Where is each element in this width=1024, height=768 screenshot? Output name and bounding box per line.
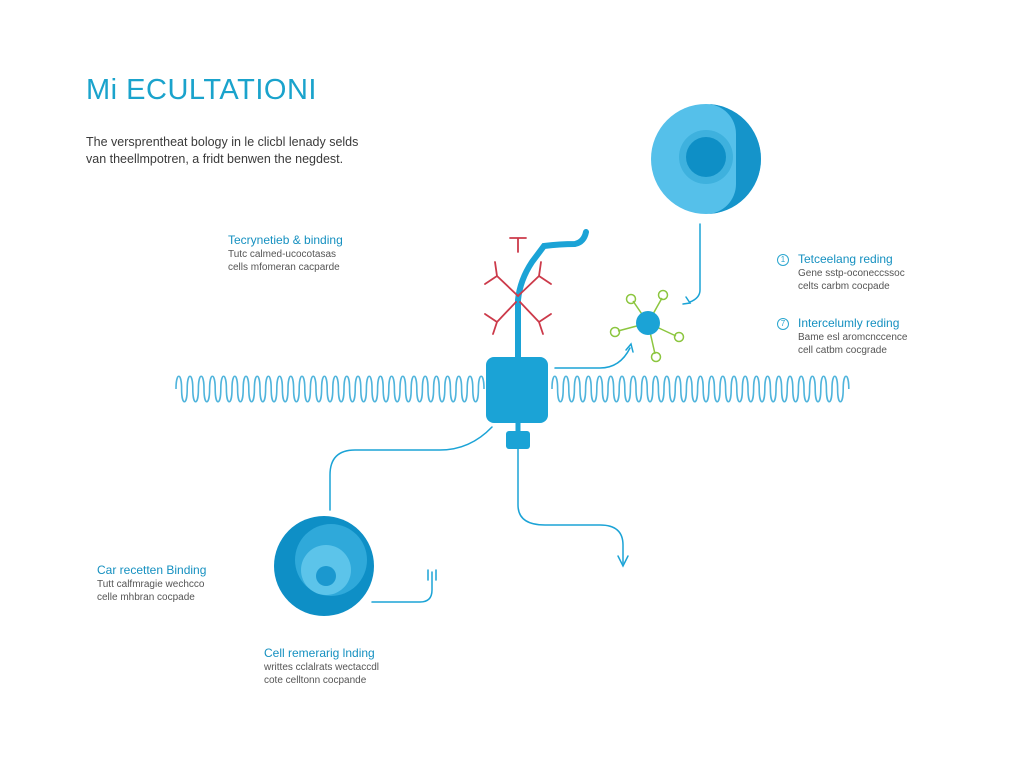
- label-top-left-line-2: cells mfomeran cacparde: [228, 262, 340, 273]
- label-right-top-line-1: Gene sstp-oconeccssoc: [798, 268, 905, 279]
- connector-receptor-to-ligand: [554, 347, 631, 369]
- label-right-bottom-line-2: cell catbm cocgrade: [798, 345, 887, 356]
- label-bottom-left-heading: Car recetten Binding: [97, 563, 207, 577]
- connector-cell-to-marker: [371, 571, 433, 603]
- label-right-bottom-line-1: Bame esl aromcnccence: [798, 332, 908, 343]
- connector-receptor-to-cell: [329, 426, 493, 511]
- label-right-bottom-heading: Intercelumly reding: [798, 316, 900, 330]
- arrowhead-receptor: [625, 342, 634, 353]
- marker-right-top: 1: [777, 254, 789, 266]
- label-bottom-center-line-2: cote celltonn cocpande: [264, 675, 367, 686]
- antibody-icon: [484, 237, 552, 335]
- receptor-body: [486, 357, 548, 423]
- label-top-left-heading: Tecrynetieb & binding: [228, 233, 343, 247]
- arrowhead-down: [617, 555, 629, 568]
- label-bottom-left-line-2: celle mhbran cocpade: [97, 592, 195, 603]
- label-top-left: Tecrynetieb & binding Tutc calmed-ucocot…: [228, 233, 343, 274]
- cell-top-right-icon: [651, 104, 761, 214]
- label-bottom-left: Car recetten Binding Tutt calfmragie wec…: [97, 563, 206, 604]
- label-top-left-line-1: Tutc calmed-ucocotasas: [228, 249, 337, 260]
- label-bottom-center-heading: Cell remerarig lnding: [264, 646, 375, 660]
- label-bottom-left-line-1: Tutt calfmragie wechcco: [97, 579, 205, 590]
- intro-line-1: The versprentheat bology in le clicbl le…: [86, 135, 359, 149]
- label-bottom-center-line-1: writtes cclalrats wectaccdl: [264, 662, 380, 673]
- arrowhead-ligand: [682, 296, 692, 305]
- label-right-top-line-2: celts carbm cocpade: [798, 281, 890, 292]
- small-marker-icon: [427, 569, 437, 581]
- page-title: Mi ECULTATIONI: [86, 74, 317, 106]
- cell-bottom-left-icon: [274, 516, 374, 616]
- membrane-left: [175, 375, 485, 403]
- label-right-bottom: Intercelumly reding Bame esl aromcnccenc…: [798, 316, 908, 357]
- connector-cell-to-ligand: [689, 223, 701, 303]
- ligand-particle-icon: [609, 289, 685, 363]
- label-right-top-heading: Tetceelang reding: [798, 252, 893, 266]
- receptor-stalk: [515, 229, 589, 360]
- label-right-top: Tetceelang reding Gene sstp-oconeccssoc …: [798, 252, 905, 293]
- intro-text: The versprentheat bology in le clicbl le…: [86, 134, 406, 168]
- membrane-right: [551, 375, 850, 403]
- intro-line-2: van theellmpotren, a fridt benwen the ne…: [86, 152, 344, 166]
- marker-right-bottom: 7: [777, 318, 789, 330]
- connector-receptor-down: [517, 448, 624, 564]
- receptor-tail: [506, 431, 530, 449]
- label-bottom-center: Cell remerarig lnding writtes cclalrats …: [264, 646, 379, 687]
